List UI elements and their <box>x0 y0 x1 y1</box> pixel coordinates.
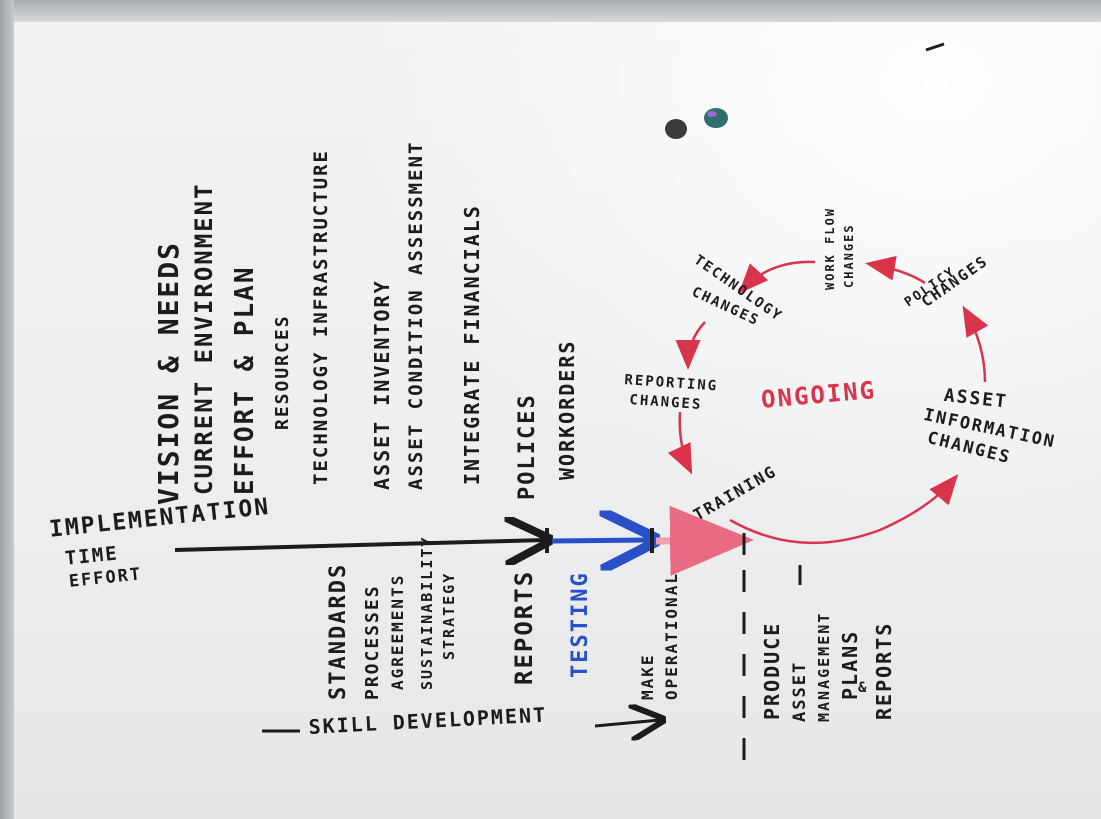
label-reports: REPORTS <box>510 569 538 685</box>
label-produce: PRODUCE <box>760 621 784 720</box>
skill-arrow <box>594 720 660 726</box>
label-make: MAKE <box>638 653 657 700</box>
label-strategy: STRATEGY <box>440 571 458 660</box>
label-processes: PROCESSES <box>362 584 383 700</box>
cycle-arrow-workflow-to-technology <box>738 260 816 294</box>
label-testing: TESTING <box>568 571 593 678</box>
label-effort-plan: EFFORT & PLAN <box>230 265 260 496</box>
label-polices: POLICES <box>515 393 540 500</box>
label-standards: STANDARDS <box>326 562 351 700</box>
label-workorders: WORKORDERS <box>555 339 579 480</box>
label-asset-lower: ASSET <box>790 660 810 722</box>
label-sustainability: SUSTAINABILITY <box>418 535 436 690</box>
label-integrate-financials: INTEGRATE FINANCIALS <box>460 204 484 485</box>
cycle-workflow-line1: WORK FLOW <box>823 206 837 290</box>
cycle-workflow-line2: CHANGES <box>842 223 856 288</box>
label-reports-lower: REPORTS <box>872 621 896 720</box>
cycle-arrow-policy-to-workflow <box>865 255 926 285</box>
stray-mark-top <box>925 42 945 52</box>
label-resources: RESOURCES <box>272 314 293 430</box>
cycle-arrow-technology-to-reporting <box>675 321 706 370</box>
label-operational: OPERATIONAL <box>662 572 681 700</box>
cycle-arrow-training-to-asset <box>729 474 959 545</box>
cycle-arrow-asset-to-policy <box>962 305 989 383</box>
cycle-arrow-reporting-to-training <box>667 411 693 475</box>
label-current-environment: CURRENT ENVIRONMENT <box>190 182 218 495</box>
label-asset-inventory: ASSET INVENTORY <box>370 279 394 490</box>
magnet-iridescent-highlight <box>707 111 717 117</box>
label-vision-needs: VISION & NEEDS <box>152 240 185 505</box>
timeline-pink-arrow <box>655 505 754 576</box>
board-frame-left <box>0 0 14 819</box>
board-frame-top <box>0 0 1101 22</box>
label-agreements: AGREEMENTS <box>388 573 407 690</box>
magnet-dark <box>665 119 687 139</box>
label-management: MANAGEMENT <box>815 611 833 722</box>
label-technology-infrastructure: TECHNOLOGY INFRASTRUCTURE <box>310 149 332 485</box>
timeline-black-arrow <box>174 540 545 550</box>
timeline-blue-arrow <box>551 540 650 541</box>
label-asset-condition-assessment: ASSET CONDITION ASSESSMENT <box>405 140 427 490</box>
label-ampersand: & <box>858 680 869 696</box>
